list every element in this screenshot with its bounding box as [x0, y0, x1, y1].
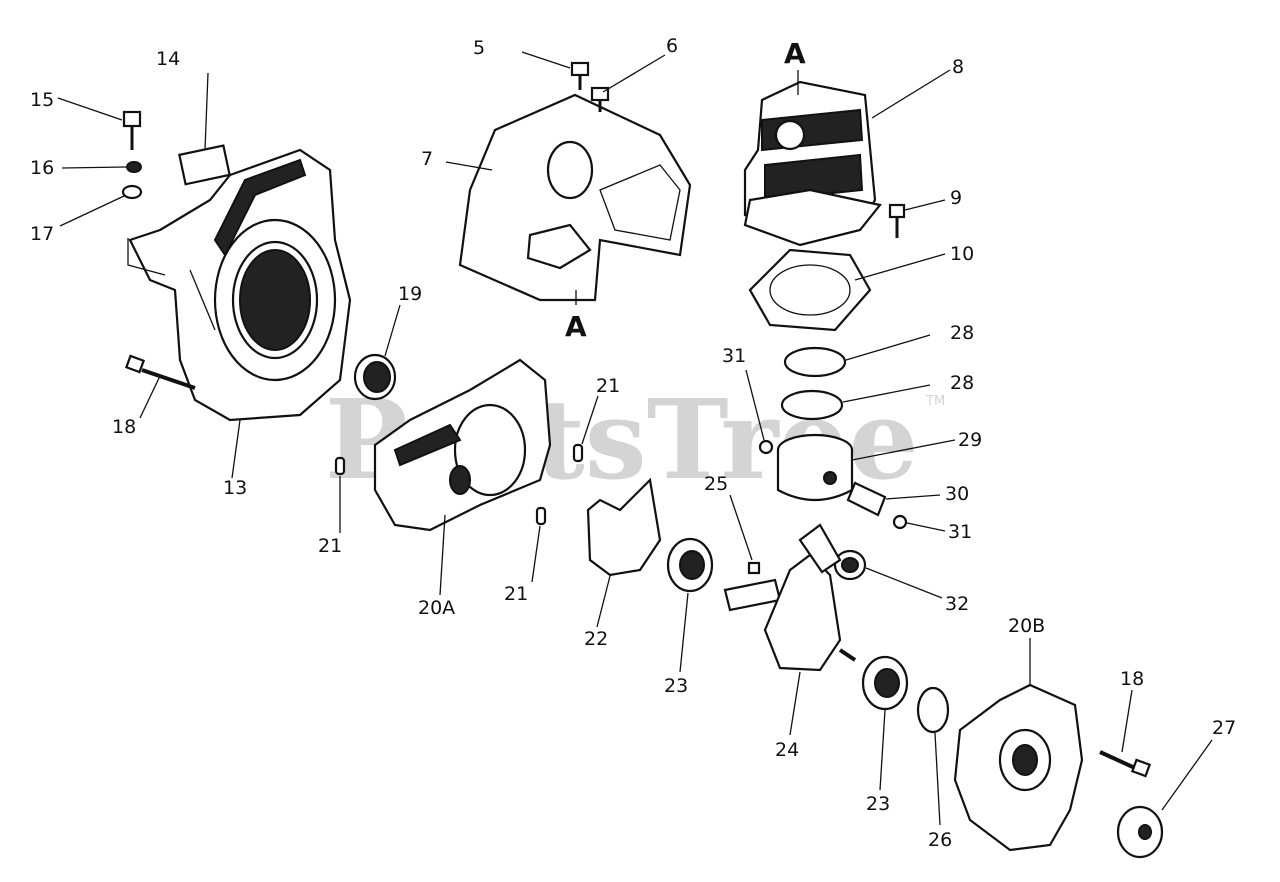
part-17-washer[interactable] — [121, 184, 143, 200]
part-18-screw-right[interactable] — [1099, 750, 1152, 778]
callout-6: 6 — [666, 35, 678, 57]
callout-21-lower: 21 — [504, 583, 528, 605]
part-28-ring-lower[interactable] — [780, 389, 844, 421]
part-26-snap-ring[interactable] — [916, 686, 950, 734]
callout-15: 15 — [30, 89, 54, 111]
callout-27: 27 — [1212, 717, 1236, 739]
callout-26: 26 — [928, 829, 952, 851]
part-24-crankshaft[interactable] — [723, 523, 857, 672]
callout-22: 22 — [584, 628, 608, 650]
callout-9: 9 — [950, 187, 962, 209]
part-18-screw-left[interactable] — [124, 354, 196, 390]
part-28-ring-upper[interactable] — [783, 346, 847, 378]
reference-a-top: A — [784, 37, 806, 70]
part-20a-crankcase[interactable] — [373, 358, 552, 532]
part-9-stud[interactable] — [888, 203, 906, 238]
part-27-cap[interactable] — [1116, 805, 1164, 859]
callout-23-right: 23 — [866, 793, 890, 815]
part-32-needle-bearing[interactable] — [833, 549, 867, 581]
part-21-pin-lower[interactable] — [535, 506, 547, 526]
callout-21-left: 21 — [318, 535, 342, 557]
callout-28-lower: 28 — [950, 372, 974, 394]
callout-20b: 20B — [1008, 615, 1045, 637]
callout-13: 13 — [223, 477, 247, 499]
callout-24: 24 — [775, 739, 799, 761]
part-31-clip-left[interactable] — [758, 439, 774, 455]
callout-23-left: 23 — [664, 675, 688, 697]
callout-8: 8 — [952, 56, 964, 78]
callout-labels: 5 6 7 8 9 10 13 14 15 16 17 18 18 19 20A… — [30, 35, 1236, 851]
part-25-key[interactable] — [747, 561, 761, 575]
part-21-pin-left[interactable] — [334, 456, 346, 476]
part-15-bolt[interactable] — [122, 110, 142, 150]
callout-21-upper: 21 — [596, 375, 620, 397]
part-7-shroud[interactable] — [458, 93, 692, 302]
part-29-piston[interactable] — [776, 433, 854, 501]
callout-5: 5 — [473, 37, 485, 59]
part-10-gasket[interactable] — [748, 248, 872, 332]
callout-28-upper: 28 — [950, 322, 974, 344]
part-30-wrist-pin[interactable] — [846, 481, 887, 517]
part-21-pin-upper[interactable] — [572, 443, 584, 463]
watermark-trademark: TM — [925, 394, 945, 409]
callout-14: 14 — [156, 48, 180, 70]
part-13-fan-housing[interactable] — [127, 148, 352, 422]
callout-7: 7 — [421, 148, 433, 170]
callout-10: 10 — [950, 243, 974, 265]
callout-18-left: 18 — [112, 416, 136, 438]
part-19-oil-seal[interactable] — [353, 353, 397, 401]
part-20b-crankcase[interactable] — [953, 683, 1084, 852]
part-8-cylinder[interactable] — [743, 80, 882, 247]
callout-19: 19 — [398, 283, 422, 305]
callout-31-right: 31 — [948, 521, 972, 543]
reference-a-bottom: A — [565, 310, 587, 343]
part-22-gasket[interactable] — [586, 477, 662, 577]
callout-20a: 20A — [418, 597, 455, 619]
callout-25: 25 — [704, 473, 728, 495]
part-14-label[interactable] — [178, 144, 231, 186]
callout-31-left: 31 — [722, 345, 746, 367]
part-5-screw[interactable] — [570, 61, 590, 90]
callout-30: 30 — [945, 483, 969, 505]
leader-lines — [57, 51, 1213, 826]
callout-16: 16 — [30, 157, 54, 179]
part-23-bearing-right[interactable] — [861, 655, 909, 711]
callout-29: 29 — [958, 429, 982, 451]
callout-32: 32 — [945, 593, 969, 615]
callout-17: 17 — [30, 223, 54, 245]
part-16-lockwasher[interactable] — [126, 161, 142, 173]
callout-18-right: 18 — [1120, 668, 1144, 690]
part-23-bearing-left[interactable] — [666, 537, 714, 593]
part-31-clip-right[interactable] — [892, 514, 908, 530]
